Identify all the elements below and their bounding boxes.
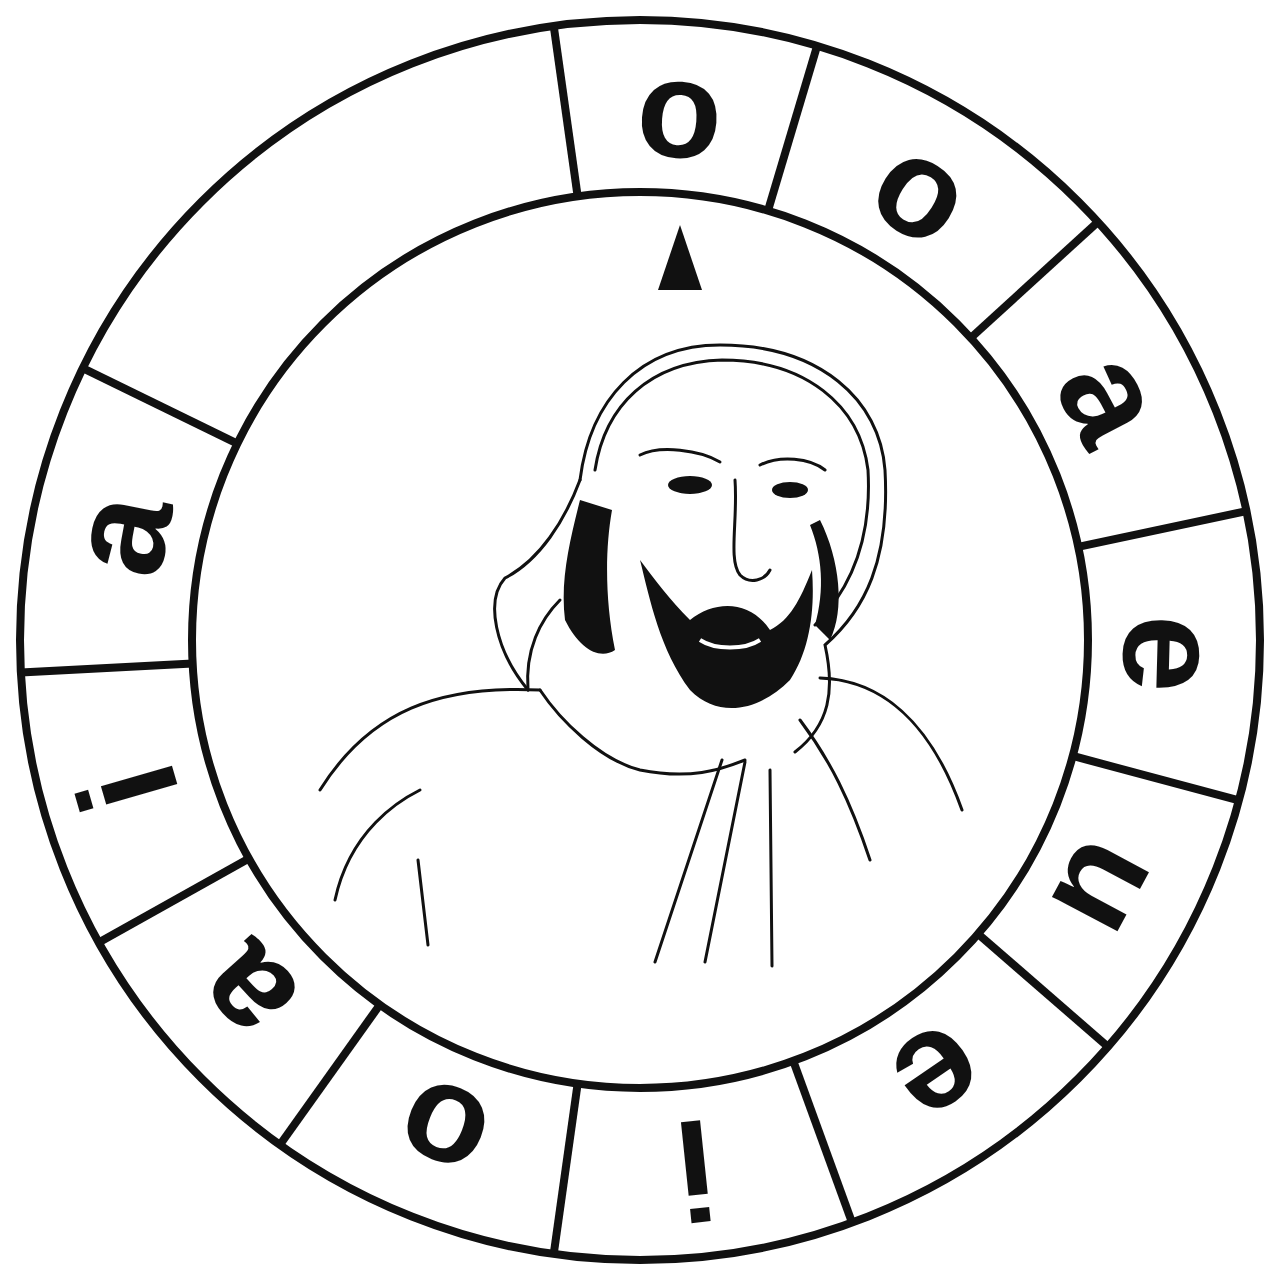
- letter-cell: a: [40, 477, 198, 590]
- cell-divider: [1078, 511, 1246, 547]
- cell-divider: [83, 368, 238, 443]
- cell-divider: [793, 1061, 852, 1223]
- vowel-letter: i: [56, 749, 201, 825]
- portrait-drawing: [320, 345, 962, 966]
- vowel-letter: e: [870, 999, 1013, 1158]
- letter-cell: e: [1099, 609, 1245, 699]
- outer-circle: [20, 20, 1260, 1260]
- cell-dividers: [21, 26, 1247, 1254]
- cell-divider: [280, 1005, 380, 1145]
- portrait-shading: [564, 476, 839, 708]
- cell-divider: [1073, 756, 1239, 801]
- vowel-letter: a: [42, 482, 195, 586]
- letter-cell: i: [53, 745, 204, 830]
- cell-divider: [978, 934, 1108, 1047]
- letter-cell: o: [628, 34, 733, 185]
- cell-divider: [971, 222, 1098, 338]
- vowel-letter: o: [632, 36, 728, 182]
- ring-outline: [20, 20, 1260, 1260]
- mouth-line: [700, 640, 760, 648]
- cell-divider: [21, 663, 193, 672]
- cell-divider: [554, 26, 578, 196]
- letter-cell: o: [845, 103, 1001, 275]
- vowel-letter: o: [377, 1053, 508, 1215]
- vowel-letter: u: [1028, 819, 1192, 960]
- letter-cell: o: [372, 1050, 513, 1219]
- vowel-letter: i: [669, 1097, 722, 1240]
- letter-cell: u: [1024, 814, 1195, 965]
- cell-divider: [768, 46, 817, 211]
- cell-divider: [554, 1084, 578, 1254]
- vowel-letter: a: [1033, 330, 1193, 463]
- letter-cell: a: [1029, 326, 1196, 468]
- pointer-triangle: [658, 225, 702, 290]
- inner-circle: [192, 192, 1088, 1088]
- vowel-letter: e: [1101, 613, 1243, 695]
- letter-cell: e: [865, 995, 1017, 1162]
- vowel-letter: o: [849, 107, 996, 271]
- letter-cell: i: [665, 1095, 727, 1243]
- vowel-letter: a: [165, 919, 321, 1070]
- cell-divider: [99, 859, 249, 943]
